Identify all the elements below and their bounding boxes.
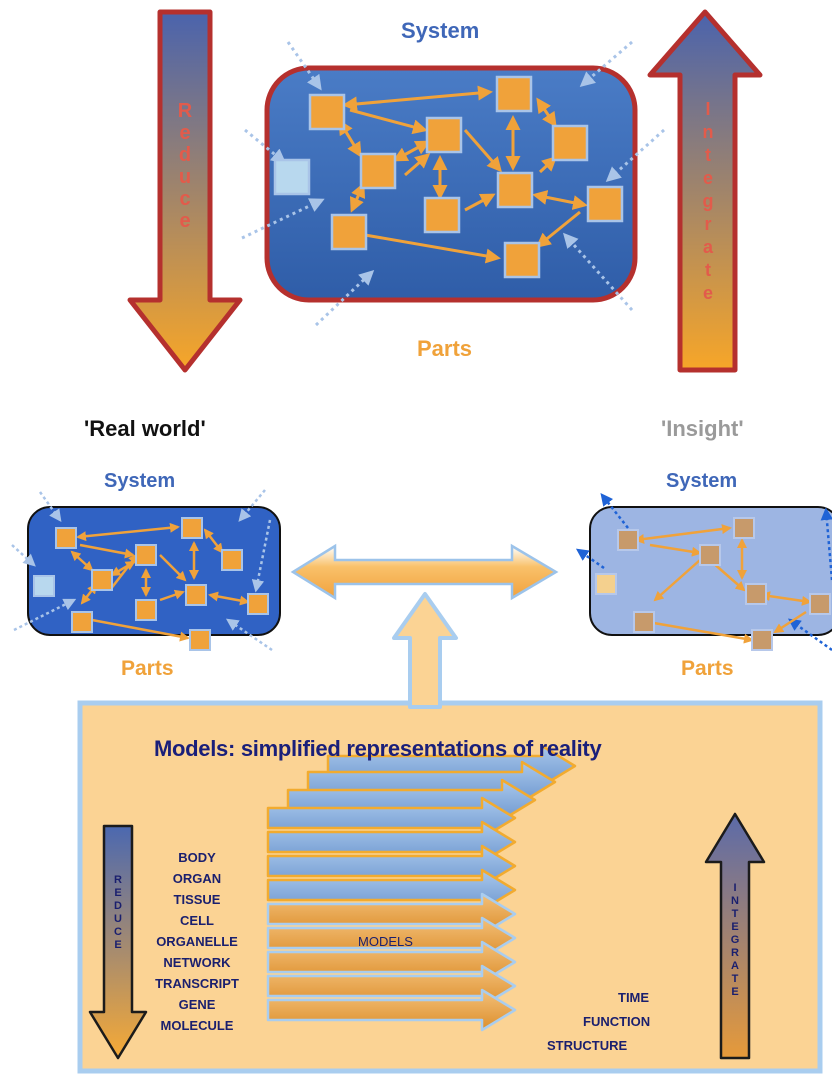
insight-label: 'Insight': [661, 416, 744, 441]
top-internal-arrows: [338, 85, 588, 264]
reduce-letter: c: [179, 188, 191, 210]
left-parts: [33, 517, 269, 651]
reduce-letter: e: [179, 210, 191, 232]
integrate-letter: E: [731, 986, 739, 998]
reduce-letter: D: [114, 900, 122, 912]
integrate-letter: G: [730, 934, 740, 946]
right-internal-arrows: [634, 524, 812, 644]
reduce-letter: R: [177, 100, 193, 122]
reduce-letter: R: [114, 874, 122, 886]
level-organ: ORGAN: [172, 871, 222, 886]
model-slab-2: [266, 820, 517, 864]
top-parts-label: Parts: [417, 336, 473, 361]
integrate-letter: I: [705, 99, 711, 119]
models-reduce-word: R E D U C E: [111, 874, 125, 952]
right-system-label: System: [666, 470, 738, 492]
integrate-letter: n: [702, 122, 714, 142]
models-up-arrow: [392, 592, 458, 709]
integrate-letter: T: [731, 973, 739, 985]
models-reduce-arrow: [88, 824, 148, 1060]
reduce-letter: C: [114, 926, 122, 938]
axis-time-label: TIME: [618, 990, 650, 1005]
bidirectional-arrow: [290, 543, 559, 601]
model-slab-5: [266, 892, 517, 936]
integrate-letter: N: [731, 895, 739, 907]
level-gene: GENE: [178, 997, 216, 1012]
integrate-letter: r: [704, 214, 712, 234]
model-slab-6: [266, 916, 517, 960]
models-integrate-arrow: [704, 812, 766, 1060]
left-external-arrows: [11, 489, 273, 652]
axis-structure-label: STRUCTURE: [547, 1038, 628, 1053]
reduce-arrow: [127, 9, 243, 373]
axis-function-label: FUNCTION: [583, 1014, 651, 1029]
integrate-arrow: [647, 9, 763, 373]
level-transcript: TRANSCRIPT: [155, 976, 239, 991]
top-system-label: System: [401, 18, 480, 43]
integrate-letter: R: [731, 947, 739, 959]
integrate-letter: e: [702, 168, 713, 188]
integrate-letter: T: [731, 908, 739, 920]
level-molecule: MOLECULE: [160, 1018, 234, 1033]
models-title: Models: simplified representations of re…: [154, 736, 602, 761]
integrate-letter: E: [731, 921, 739, 933]
left-parts-label: Parts: [121, 657, 174, 680]
right-parts-label: Parts: [681, 657, 734, 680]
reduce-letter: e: [179, 122, 191, 144]
integrate-letter: I: [733, 882, 737, 894]
model-slab-4: [266, 868, 517, 912]
reduce-letter: E: [114, 939, 122, 951]
top-parts: [273, 75, 624, 279]
left-internal-arrows: [70, 522, 250, 642]
model-slab-8: [266, 964, 517, 1008]
models-center-label: MODELS: [358, 934, 413, 949]
level-tissue: TISSUE: [173, 892, 221, 907]
reduce-letter: E: [114, 887, 122, 899]
top-reduce-word: R e d u c e: [174, 100, 196, 232]
integrate-letter: t: [705, 145, 711, 165]
right-external-arrows: [575, 493, 832, 652]
reduce-letter: u: [178, 166, 192, 188]
reduce-letter: d: [178, 144, 192, 166]
right-parts: [595, 517, 831, 651]
model-slab-9: [266, 988, 517, 1032]
level-body: BODY: [178, 850, 216, 865]
model-stack: [266, 744, 577, 1032]
integrate-letter: g: [702, 191, 714, 211]
models-integrate-word: I N T E G R A T E: [728, 882, 742, 999]
real-world-label: 'Real world': [84, 416, 206, 441]
top-integrate-word: I n t e g r a t e: [697, 98, 719, 305]
level-network: NETWORK: [163, 955, 231, 970]
integrate-letter: t: [705, 260, 711, 280]
reduce-letter: U: [114, 913, 122, 925]
model-slab-1: [266, 796, 517, 840]
left-system-label: System: [104, 470, 176, 492]
integrate-letter: a: [702, 237, 713, 257]
level-cell: CELL: [180, 913, 214, 928]
integrate-letter: e: [702, 283, 713, 303]
model-slab-7: [266, 940, 517, 984]
level-organelle: ORGANELLE: [156, 934, 238, 949]
integrate-letter: A: [731, 960, 739, 972]
top-external-arrows: [241, 40, 665, 327]
model-slab-3: [266, 844, 517, 888]
